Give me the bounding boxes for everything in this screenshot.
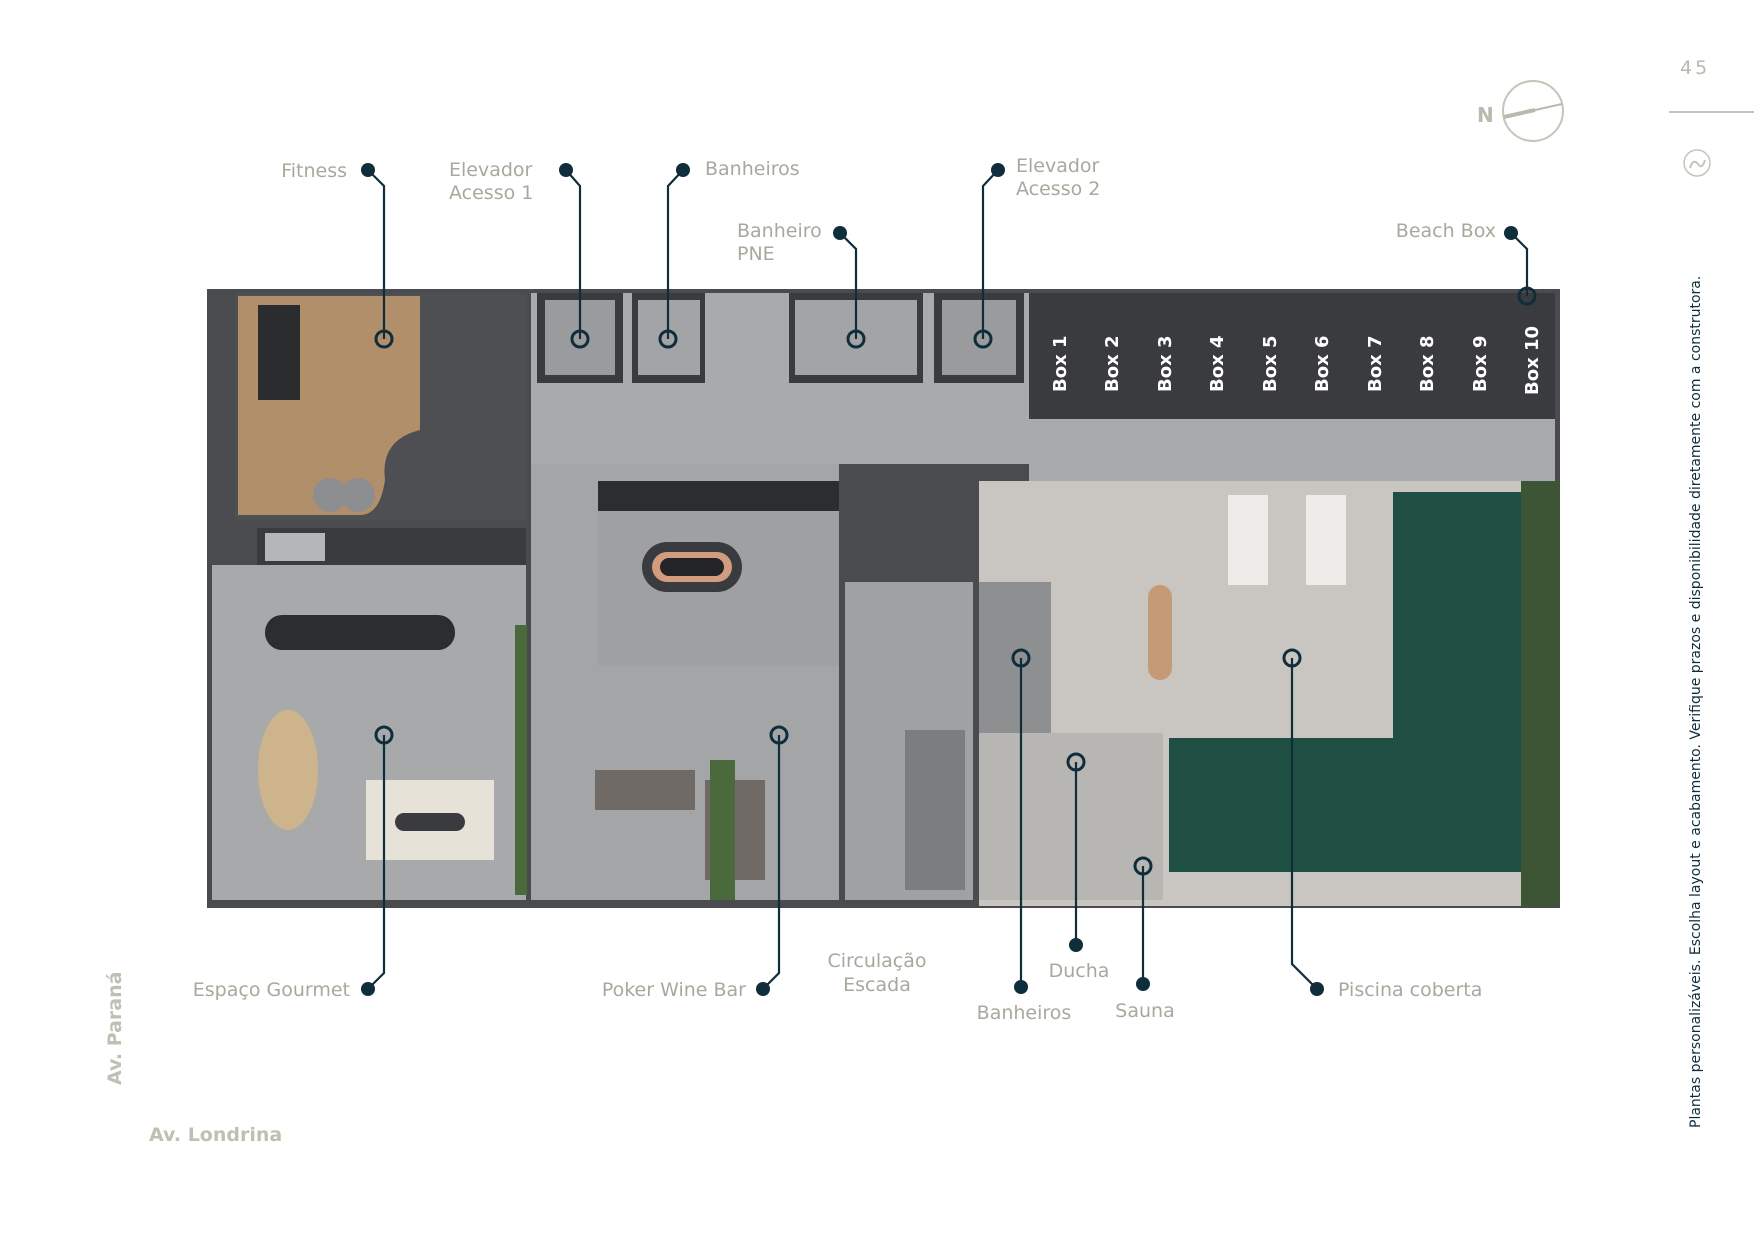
label-sauna: Sauna (1115, 1000, 1174, 1022)
street-bottom: Av. Londrina (149, 1124, 282, 1146)
box-label: Box 9 (1470, 336, 1491, 393)
compass-north-label: N (1477, 103, 1494, 127)
box-label: Box 1 (1050, 336, 1071, 393)
pool (1393, 492, 1521, 738)
disclaimer-text: Plantas personalizáveis. Escolha layout … (1688, 275, 1704, 1128)
label-elevador-2: Elevador (1016, 155, 1100, 177)
box-label: Box 2 (1102, 336, 1123, 393)
label-ducha: Ducha (1049, 960, 1110, 982)
beach-boxes: Box 1 Box 2 Box 3 Box 4 Box 5 Box 6 Box … (1050, 326, 1543, 395)
box-label: Box 8 (1417, 336, 1438, 393)
box-label: Box 6 (1312, 336, 1333, 393)
label-banheiro-pne: Banheiro (737, 220, 822, 242)
page-number: 45 (1680, 57, 1710, 79)
banheiros-bottom (979, 582, 1051, 733)
label-beach-box: Beach Box (1396, 220, 1496, 242)
box-label: Box 4 (1207, 336, 1228, 393)
label-banheiros-bottom: Banheiros (977, 1002, 1072, 1024)
label-espaco-gourmet: Espaço Gourmet (193, 979, 350, 1001)
label-poker-wine-bar: Poker Wine Bar (602, 979, 746, 1001)
label-piscina-coberta: Piscina coberta (1338, 979, 1482, 1001)
label-elevador-2-line2: Acesso 2 (1016, 178, 1100, 200)
label-circulacao-line2: Escada (843, 974, 911, 996)
box-label: Box 10 (1522, 326, 1543, 395)
floor-plan (207, 289, 1560, 908)
label-elevador-1: Elevador (449, 159, 533, 181)
box-label: Box 7 (1365, 336, 1386, 393)
ducha-sauna (979, 733, 1163, 900)
label-fitness: Fitness (281, 160, 347, 182)
label-banheiros-top: Banheiros (705, 158, 800, 180)
logo-icon (1683, 149, 1711, 177)
label-banheiro-pne-line2: PNE (737, 243, 775, 265)
elevator-2 (942, 300, 1016, 375)
street-left: Av. Paraná (104, 972, 126, 1085)
north-compass-icon (1502, 80, 1564, 142)
box-label: Box 3 (1155, 336, 1176, 393)
label-circulacao: Circulação (827, 950, 926, 972)
callouts (361, 163, 1537, 996)
box-label: Box 5 (1260, 336, 1281, 393)
label-elevador-1-line2: Acesso 1 (449, 182, 533, 204)
